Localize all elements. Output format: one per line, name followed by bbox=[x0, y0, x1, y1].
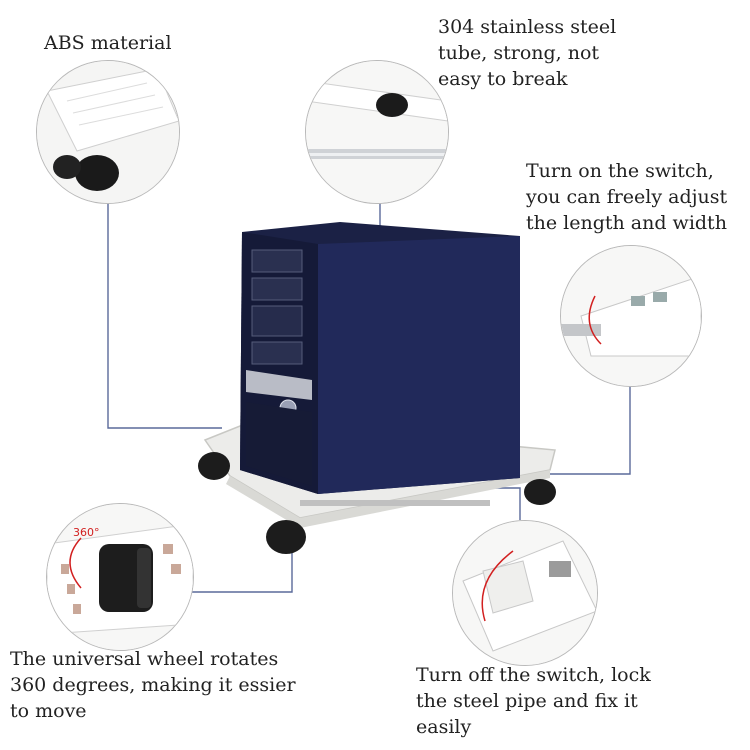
steel-tube-label: 304 stainless steel tube, strong, not ea… bbox=[438, 16, 617, 90]
switch-off-label: Turn off the switch, lock the steel pipe… bbox=[416, 664, 651, 738]
switch-off-detail-image bbox=[453, 521, 597, 665]
caster-wheels bbox=[198, 452, 556, 554]
steel-tube-detail-image bbox=[306, 61, 448, 203]
wheel-front-left bbox=[198, 452, 230, 480]
rotation-badge: 360° bbox=[73, 526, 100, 539]
wheel-front-mid bbox=[266, 520, 306, 554]
switch-on-callout bbox=[560, 245, 702, 387]
abs-detail-image bbox=[37, 61, 179, 203]
switch-on-detail-image bbox=[561, 246, 701, 386]
abs-material-label: ABS material bbox=[44, 32, 172, 54]
abs-callout-line bbox=[107, 200, 222, 429]
wheel-callout-line bbox=[192, 552, 293, 593]
switch-on-label: Turn on the switch, you can freely adjus… bbox=[526, 160, 728, 234]
universal-wheel-callout: 360° bbox=[46, 503, 194, 651]
abs-material-callout bbox=[36, 60, 180, 204]
computer-tower bbox=[240, 222, 520, 494]
wheel-back-right bbox=[524, 479, 556, 505]
switch-off-callout bbox=[452, 520, 598, 666]
steel-tube-callout bbox=[305, 60, 449, 204]
universal-wheel-label: The universal wheel rotates 360 degrees,… bbox=[10, 648, 296, 722]
switch-off-callout-line bbox=[495, 487, 521, 520]
universal-wheel-detail-image: 360° bbox=[47, 504, 193, 650]
